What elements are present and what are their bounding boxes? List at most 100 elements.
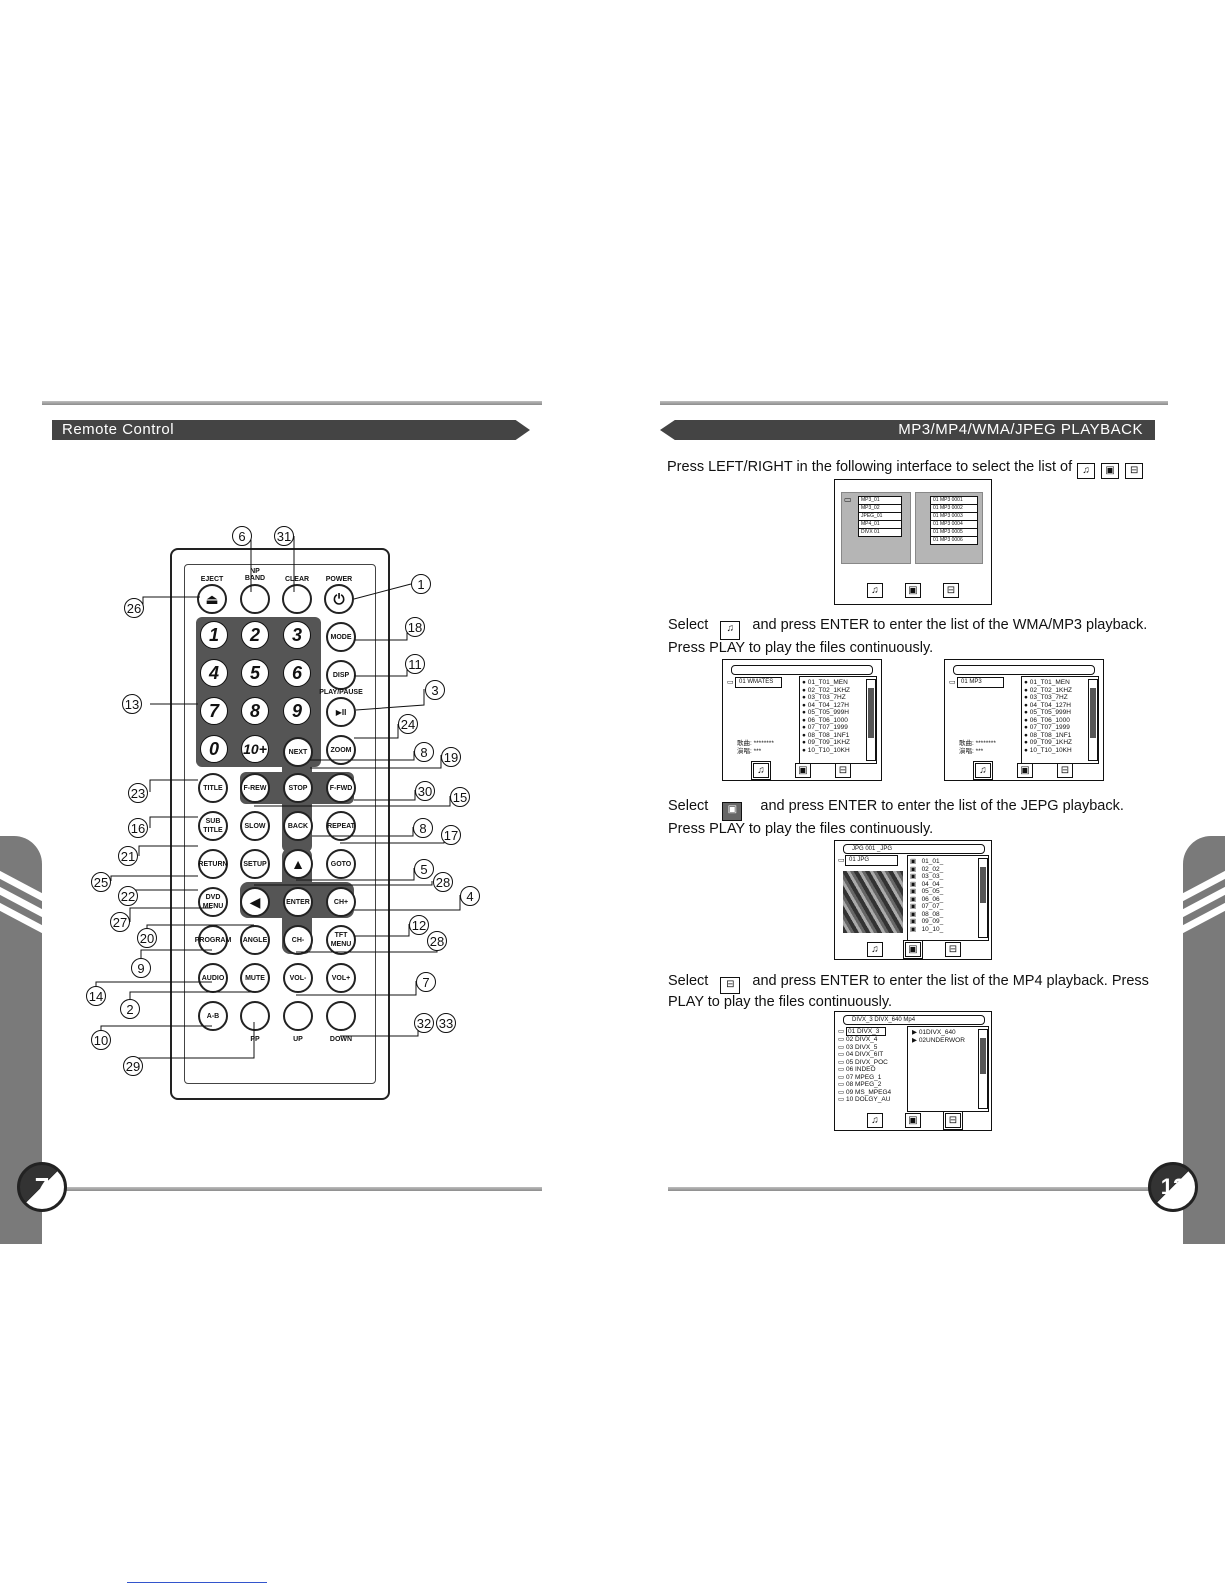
photo-file-item[interactable]: ▣ 07_07_	[910, 903, 944, 910]
movie-icon[interactable]: ⊟	[835, 763, 851, 778]
stop-button[interactable]: STOP	[283, 773, 313, 803]
track-item[interactable]: ● 02_T02_1KHZ	[802, 686, 851, 694]
photo-file-item[interactable]: ▣ 08_08_	[910, 910, 944, 918]
number-button-2[interactable]: 2	[241, 621, 269, 649]
goto-button[interactable]: GOTO	[326, 849, 356, 879]
tft-menu-button[interactable]: TFT MENU	[326, 925, 356, 955]
vol-plus-button[interactable]: VOL+	[326, 963, 356, 993]
movie-folder-item[interactable]: ▭ 04 DIVX_6IT	[838, 1051, 884, 1058]
track-item[interactable]: ● 04_T04_127H	[1024, 701, 1071, 709]
track-item[interactable]: ● 07_T07_1999	[802, 724, 848, 731]
setup-button[interactable]: SETUP	[240, 849, 270, 879]
np-band-button[interactable]	[240, 584, 270, 614]
photo-icon[interactable]: ▣	[903, 940, 923, 959]
photo-file-item[interactable]: ▣ 04_04_	[910, 880, 944, 888]
frew-button[interactable]: F-REW	[240, 773, 270, 803]
selected-folder[interactable]: 01 MP3	[957, 677, 1004, 688]
number-button-6[interactable]: 6	[283, 659, 311, 687]
track-item[interactable]: ● 09_T09_1KHZ	[802, 739, 851, 746]
movie-icon[interactable]: ⊟	[945, 942, 961, 957]
ch-plus-button[interactable]: CH+	[326, 887, 356, 917]
track-item[interactable]: ● 01_T01_MEN	[802, 679, 848, 686]
scrollbar[interactable]	[978, 1029, 988, 1109]
photo-file-item[interactable]: ▣ 03_03_	[910, 873, 944, 880]
dvd-menu-button[interactable]: DVD MENU	[198, 887, 228, 917]
ch-minus-button[interactable]: CH-	[283, 925, 313, 955]
eject-button[interactable]: ⏏	[197, 584, 227, 614]
up-button[interactable]	[283, 1001, 313, 1031]
title-button[interactable]: TITLE	[198, 773, 228, 803]
play-pause-button[interactable]: ▶II	[326, 697, 356, 727]
movie-icon[interactable]: ⊟	[943, 1111, 963, 1130]
number-button-0[interactable]: 0	[200, 735, 228, 763]
photo-icon[interactable]: ▣	[1017, 763, 1033, 778]
subtitle-button[interactable]: SUB TITLE	[198, 811, 228, 841]
track-item[interactable]: ● 01_T01_MEN	[1024, 679, 1070, 686]
number-button-3[interactable]: 3	[283, 621, 311, 649]
track-item[interactable]: ● 08_T08_1NF1	[802, 731, 850, 739]
track-item[interactable]: ● 08_T08_1NF1	[1024, 731, 1072, 739]
movie-folder-item[interactable]: ▭ 03 DIVX_5	[838, 1043, 878, 1051]
photo-file-item[interactable]: ▣ 09_09_	[910, 918, 944, 925]
next-button[interactable]: NEXT	[283, 737, 313, 767]
track-item[interactable]: ● 10_T10_10KH	[1024, 746, 1072, 754]
angle-button[interactable]: ANGLE	[240, 925, 270, 955]
photo-file-item[interactable]: ▣ 10_10_	[910, 925, 944, 933]
music-icon[interactable]: ♫	[751, 761, 771, 780]
selected-folder[interactable]: 01 JPG	[845, 855, 898, 866]
enter-button[interactable]: ENTER	[283, 887, 313, 917]
track-item[interactable]: ● 03_T03_7HZ	[802, 694, 846, 701]
track-item[interactable]: ● 06_T06_1000	[1024, 716, 1070, 724]
mode-button[interactable]: MODE	[326, 622, 356, 652]
movie-folder-item[interactable]: ▭ 08 MPEG_2	[838, 1081, 882, 1088]
vol-minus-button[interactable]: VOL-	[283, 963, 313, 993]
selected-folder[interactable]: 01 WMATES	[735, 677, 782, 688]
disp-button[interactable]: DISP	[326, 660, 356, 690]
music-icon[interactable]: ♫	[867, 942, 883, 957]
scrollbar[interactable]	[866, 679, 876, 761]
clear-button[interactable]	[282, 584, 312, 614]
photo-icon[interactable]: ▣	[905, 1113, 921, 1128]
scrollbar[interactable]	[978, 858, 988, 938]
menu-left-item[interactable]: DIVX 01	[858, 528, 902, 537]
movie-folder-item[interactable]: ▭ 02 DIVX_4	[838, 1036, 878, 1043]
pp-button[interactable]	[240, 1001, 270, 1031]
slow-button[interactable]: SLOW	[240, 811, 270, 841]
left-arrow-button[interactable]: ◀	[240, 887, 270, 917]
photo-icon[interactable]: ▣	[795, 763, 811, 778]
return-button[interactable]: RETURN	[198, 849, 228, 879]
movie-icon[interactable]: ⊟	[1057, 763, 1073, 778]
track-item[interactable]: ● 06_T06_1000	[802, 716, 848, 724]
up-arrow-button[interactable]: ▲	[283, 849, 313, 879]
movie-folder-item[interactable]: ▭ 10 DOLGY_AU	[838, 1096, 891, 1103]
movie-icon[interactable]: ⊟	[943, 583, 959, 598]
track-item[interactable]: ● 05_T05_999H	[1024, 709, 1071, 716]
number-button-8[interactable]: 8	[241, 697, 269, 725]
photo-file-item[interactable]: ▣ 02_02_	[910, 865, 944, 873]
track-item[interactable]: ● 07_T07_1999	[1024, 724, 1070, 731]
scrollbar[interactable]	[1088, 679, 1098, 761]
music-icon[interactable]: ♫	[867, 583, 883, 598]
music-icon[interactable]: ♫	[867, 1113, 883, 1128]
movie-folder-item[interactable]: ▭ 09 MS_MPEG4	[838, 1088, 892, 1096]
movie-folder-item[interactable]: ▭ 05 DIVX_POC	[838, 1058, 888, 1066]
menu-right-item[interactable]: 01 MP3 0006	[930, 536, 978, 545]
photo-file-item[interactable]: ▣ 06_06_	[910, 895, 944, 903]
track-item[interactable]: ● 03_T03_7HZ	[1024, 694, 1068, 701]
movie-file-item[interactable]: ▶ 02UNDERWOR	[912, 1036, 965, 1044]
photo-icon[interactable]: ▣	[905, 583, 921, 598]
track-item[interactable]: ● 02_T02_1KHZ	[1024, 686, 1073, 694]
mute-button[interactable]: MUTE	[240, 963, 270, 993]
number-button-7[interactable]: 7	[200, 697, 228, 725]
movie-folder-item[interactable]: ▭ 07 MPEG_1	[838, 1073, 882, 1081]
track-item[interactable]: ● 04_T04_127H	[802, 701, 849, 709]
ffwd-button[interactable]: F-FWD	[326, 773, 356, 803]
number-button-9[interactable]: 9	[283, 697, 311, 725]
photo-file-item[interactable]: ▣ 01_01_	[910, 858, 944, 865]
down-button[interactable]	[326, 1001, 356, 1031]
number-button-5[interactable]: 5	[241, 659, 269, 687]
track-item[interactable]: ● 05_T05_999H	[802, 709, 849, 716]
number-button-10plus[interactable]: 10+	[241, 735, 269, 763]
movie-file-item[interactable]: ▶ 01DIVX_640	[912, 1029, 956, 1036]
number-button-1[interactable]: 1	[200, 621, 228, 649]
